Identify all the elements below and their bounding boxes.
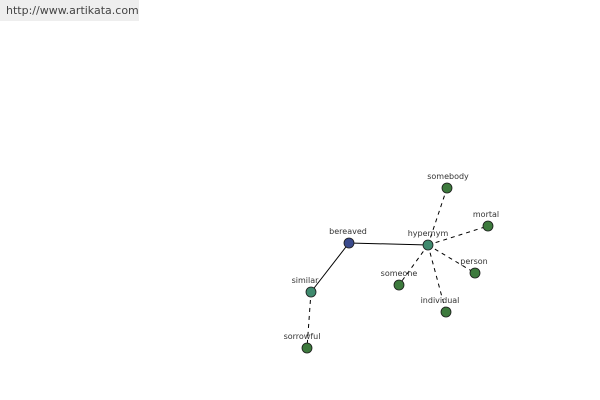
node-individual[interactable]: individual bbox=[421, 296, 460, 318]
edge-bereaved-similar bbox=[310, 242, 350, 293]
node-sorrowful[interactable]: sorrowful bbox=[284, 332, 321, 354]
node-label-mortal: mortal bbox=[473, 210, 499, 219]
node-hypernym[interactable]: hypernym bbox=[408, 229, 449, 251]
node-circle-sorrowful[interactable] bbox=[301, 342, 313, 354]
node-label-somebody: somebody bbox=[427, 172, 469, 181]
node-similar[interactable]: similar bbox=[292, 276, 320, 298]
node-label-individual: individual bbox=[421, 296, 460, 305]
node-label-bereaved: bereaved bbox=[329, 227, 367, 236]
node-person[interactable]: person bbox=[460, 257, 488, 279]
node-label-hypernym: hypernym bbox=[408, 229, 449, 238]
node-circle-individual[interactable] bbox=[440, 306, 452, 318]
node-circle-hypernym[interactable] bbox=[422, 239, 434, 251]
edge-similar-sorrowful bbox=[306, 291, 312, 349]
edge-hypernym-somebody bbox=[427, 187, 448, 246]
edge-hypernym-individual bbox=[427, 244, 447, 313]
node-circle-bereaved[interactable] bbox=[343, 237, 355, 249]
edge-hypernym-someone bbox=[398, 244, 429, 286]
node-circle-mortal[interactable] bbox=[482, 220, 494, 232]
node-bereaved[interactable]: bereaved bbox=[329, 227, 367, 249]
node-circle-similar[interactable] bbox=[305, 286, 317, 298]
node-somebody[interactable]: somebody bbox=[427, 172, 469, 194]
node-circle-person[interactable] bbox=[469, 267, 481, 279]
edges-layer bbox=[306, 187, 489, 349]
edge-hypernym-mortal bbox=[427, 225, 489, 246]
node-label-similar: similar bbox=[292, 276, 320, 285]
edge-hypernym-person bbox=[427, 244, 476, 274]
node-label-person: person bbox=[460, 257, 487, 266]
node-someone[interactable]: someone bbox=[381, 269, 418, 291]
node-label-someone: someone bbox=[381, 269, 418, 278]
node-circle-someone[interactable] bbox=[393, 279, 405, 291]
nodes-layer: bereaved hypernym similar sorrowful somebody… bbox=[284, 172, 499, 354]
site-url-link[interactable]: http://www.artikata.com bbox=[0, 0, 139, 21]
node-mortal[interactable]: mortal bbox=[473, 210, 499, 232]
edge-bereaved-hypernym bbox=[348, 242, 429, 246]
node-circle-somebody[interactable] bbox=[441, 182, 453, 194]
node-label-sorrowful: sorrowful bbox=[284, 332, 321, 341]
